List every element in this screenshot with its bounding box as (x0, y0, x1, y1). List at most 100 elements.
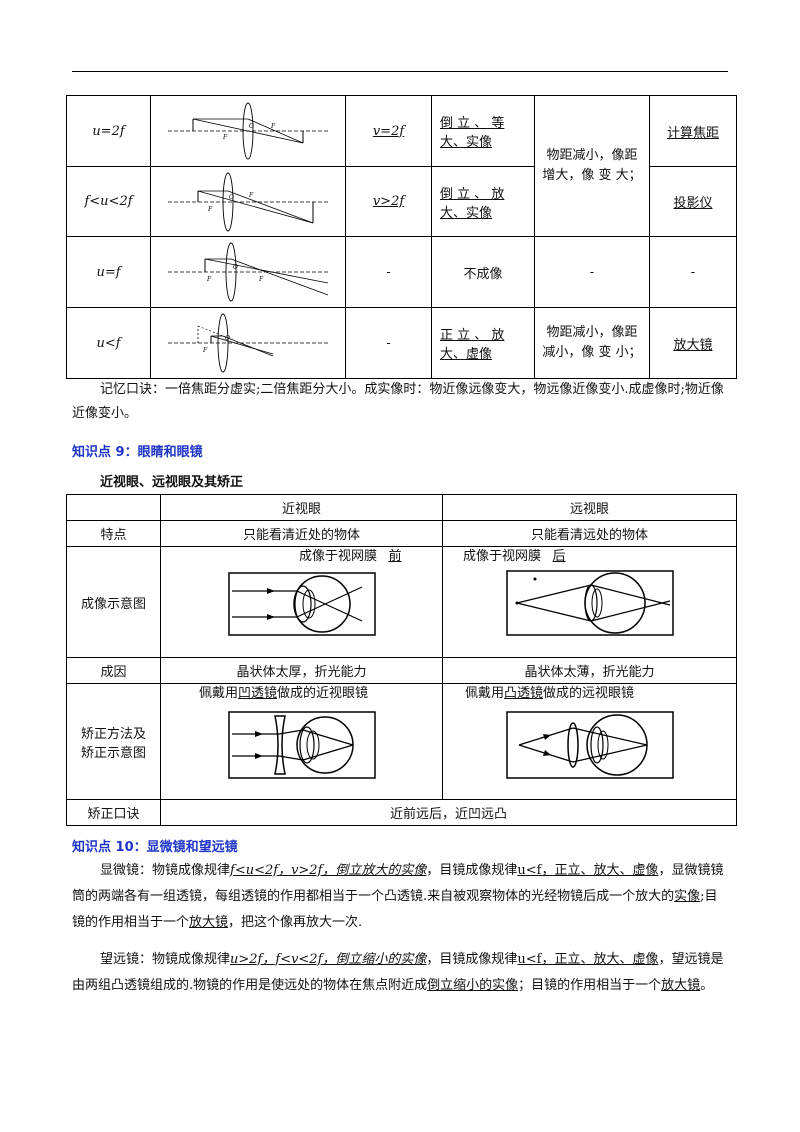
table-row: u<f F O - 正 立 、 放 大、虚像 物距减小，像距减小，像 变 小； … (66, 307, 737, 379)
header-rule (72, 71, 728, 72)
table-row: 成像示意图 成像于视网膜前 成像于视网膜后 (66, 546, 737, 658)
answer-blank: 后 (552, 549, 566, 564)
image-nature-cell: 倒 立 、 放 大、实像 (431, 166, 535, 237)
table-row: 矫正方法及 矫正示意图 佩戴用凹透镜做成的近视眼镜 (66, 683, 737, 800)
object-distance-cell: f<u<2f (66, 166, 151, 237)
answer-blank: 倒立缩小的实像 (427, 978, 519, 993)
hyperopia-correction-cell: 佩戴用凸透镜做成的远视眼镜 (442, 683, 737, 800)
application-cell: - (649, 236, 737, 308)
svg-text:F: F (206, 276, 212, 283)
text-run: ，望远镜是由两组凸透镜组成的.物镜的作用是使远处的物体在焦点附近成 (72, 952, 724, 993)
svg-text:F: F (207, 206, 213, 213)
ray-diagram-u-lt-f: F O (150, 307, 346, 379)
myopia-correction-diagram (227, 711, 376, 779)
svg-text:O: O (229, 194, 234, 201)
svg-text:O: O (233, 264, 238, 271)
caption-text: 佩戴用 (465, 686, 505, 701)
section-heading-kp10: 知识点 10：显微镜和望远镜 (72, 840, 238, 855)
feature-hyperopia: 只能看清远处的物体 (442, 520, 737, 547)
image-nature-cell: 倒 立 、 等 大、实像 (431, 95, 535, 167)
svg-text:F: F (202, 347, 208, 354)
svg-text:F: F (258, 276, 264, 283)
ray-diagram-u-f: F F O (150, 236, 346, 308)
image-distance-cell: v=2f (345, 95, 432, 167)
trend-cell: - (534, 236, 650, 308)
application-cell: 投影仪 (649, 166, 737, 237)
correction-mnemonic: 近前远后，近凹远凸 (160, 799, 737, 826)
caption-text: 做成的近视眼镜 (277, 686, 369, 701)
memory-rhyme: 记忆口诀：一倍焦距分虚实;二倍焦距分大小。成实像时：物近像远像变大，物远像近像变… (72, 382, 724, 421)
image-distance-cell: - (345, 307, 432, 379)
table-row: 矫正口诀 近前远后，近凹远凸 (66, 799, 737, 826)
answer-blank: u<f，正立、放大、虚像 (517, 863, 659, 878)
answer-blank: 凹透镜 (238, 686, 278, 701)
feature-myopia: 只能看清近处的物体 (160, 520, 443, 547)
answer-blank: u>2f，f<v<2f，倒立缩小的实像 (230, 952, 427, 967)
object-distance-cell: u=f (66, 236, 151, 308)
subheading-eyes: 近视眼、远视眼及其矫正 (100, 475, 244, 490)
table-row: 特点 只能看清近处的物体 只能看清远处的物体 (66, 520, 737, 547)
table-row: u=2f F F O v=2f 倒 立 、 等 大、实像 物距减小，像距增大，像… (66, 95, 737, 237)
row-label-line: 矫正方法及 (80, 726, 146, 742)
answer-blank: 实像 (674, 889, 701, 904)
cause-hyperopia: 晶状体太薄，折光能力 (442, 657, 737, 684)
text-run: ；目镜的作用相当于一个 (518, 978, 662, 993)
image-distance-cell: v>2f (345, 166, 432, 237)
row-label: 矫正方法及 矫正示意图 (66, 683, 161, 800)
text-run: 。 (700, 978, 714, 993)
text-run: ，显微镜镜筒的两端各有一组透镜，每组透镜的作用都相当于一个凸透镜.来自被观察物体… (72, 863, 724, 904)
row-label: 矫正口诀 (66, 799, 161, 826)
caption-text: 成像于视网膜 (463, 549, 542, 564)
section-heading-kp9: 知识点 9：眼睛和眼镜 (72, 445, 203, 460)
text-run: ;目镜的作用相当于一个 (72, 889, 718, 930)
trend-cell: 物距减小，像距减小，像 变 小； (534, 307, 650, 379)
answer-blank: f<u<2f，v>2f，倒立放大的实像 (230, 863, 427, 878)
eye-correction-table: 近视眼 远视眼 特点 只能看清近处的物体 只能看清远处的物体 成像示意图 成像于… (66, 494, 737, 826)
header-myopia: 近视眼 (160, 494, 443, 521)
row-label: 特点 (66, 520, 161, 547)
myopia-eye-diagram (227, 572, 376, 636)
object-distance-cell: u<f (66, 307, 151, 379)
image-nature-cell: 不成像 (431, 236, 535, 308)
text-run: ，把这个像再放大一次. (228, 915, 363, 930)
text-run: 显微镜：物镜成像规律 (100, 863, 231, 878)
ray-diagram-u-2f: F F O (150, 95, 346, 167)
object-distance-cell: u=2f (66, 95, 151, 167)
svg-text:O: O (249, 123, 254, 130)
svg-text:F: F (222, 134, 228, 141)
text-run: 望远镜：物镜成像规律 (100, 952, 231, 967)
trend-cell: 物距减小，像距增大，像 变 大； (534, 95, 650, 237)
svg-text:F: F (248, 192, 254, 199)
text-run: ，目镜成像规律 (426, 863, 518, 878)
telescope-paragraph: 望远镜：物镜成像规律u>2f，f<v<2f，倒立缩小的实像，目镜成像规律u<f，… (72, 947, 728, 999)
image-nature-cell: 正 立 、 放 大、虚像 (431, 307, 535, 379)
table-row: u=f F F O - 不成像 - - (66, 236, 737, 308)
image-distance-cell: - (345, 236, 432, 308)
svg-text:F: F (270, 123, 276, 130)
row-label: 成因 (66, 657, 161, 684)
table-row: 近视眼 远视眼 (66, 494, 737, 521)
hyperopia-eye-diagram (505, 570, 674, 636)
caption-text: 佩戴用 (199, 686, 239, 701)
cause-myopia: 晶状体太厚，折光能力 (160, 657, 443, 684)
header-hyperopia: 远视眼 (442, 494, 737, 521)
answer-blank: 凸透镜 (504, 686, 544, 701)
answer-blank: 放大镜 (661, 978, 701, 993)
table-row: 成因 晶状体太厚，折光能力 晶状体太薄，折光能力 (66, 657, 737, 684)
microscope-paragraph: 显微镜：物镜成像规律f<u<2f，v>2f，倒立放大的实像，目镜成像规律u<f，… (72, 858, 728, 936)
row-label: 成像示意图 (66, 546, 161, 658)
hyperopia-correction-diagram (505, 711, 674, 779)
myopia-diagram-cell: 成像于视网膜前 (160, 546, 443, 658)
caption-text: 做成的远视眼镜 (543, 686, 635, 701)
ray-diagram-f-u-2f: F F O (150, 166, 346, 237)
application-cell: 计算焦距 (649, 95, 737, 167)
application-cell: 放大镜 (649, 307, 737, 379)
lens-imaging-table: u=2f F F O v=2f 倒 立 、 等 大、实像 物距减小，像距增大，像… (66, 95, 737, 379)
blank-header-cell (66, 494, 161, 521)
caption-text: 成像于视网膜 (299, 549, 378, 564)
myopia-correction-cell: 佩戴用凹透镜做成的近视眼镜 (160, 683, 443, 800)
answer-blank: u<f，正立、放大、虚像 (517, 952, 659, 967)
table-row: f<u<2f F F O v>2f 倒 立 、 放 大、实像 投影仪 (66, 166, 737, 237)
answer-blank: 放大镜 (189, 915, 229, 930)
answer-blank: 前 (388, 549, 402, 564)
